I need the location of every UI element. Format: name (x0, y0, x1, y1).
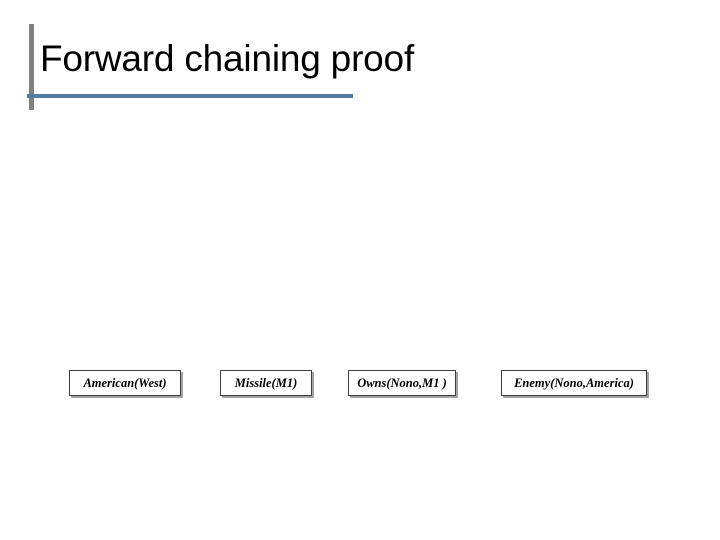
fact-box-label: Enemy(Nono,America) (514, 375, 634, 390)
fact-box: Enemy(Nono,America) (501, 370, 647, 396)
page-title: Forward chaining proof (40, 38, 415, 79)
fact-box: American(West) (69, 370, 181, 396)
fact-boxes-row: American(West) Missile(M1) Owns(Nono,M1 … (0, 370, 720, 402)
fact-box-label: Missile(M1) (234, 375, 298, 390)
fact-box-label: American(West) (83, 375, 167, 390)
fact-box-label: Owns(Nono,M1 ) (357, 375, 447, 390)
title-vertical-rule (29, 24, 34, 110)
fact-box: Missile(M1) (220, 370, 312, 396)
title-horizontal-rule (27, 94, 353, 98)
fact-box: Owns(Nono,M1 ) (348, 370, 456, 396)
